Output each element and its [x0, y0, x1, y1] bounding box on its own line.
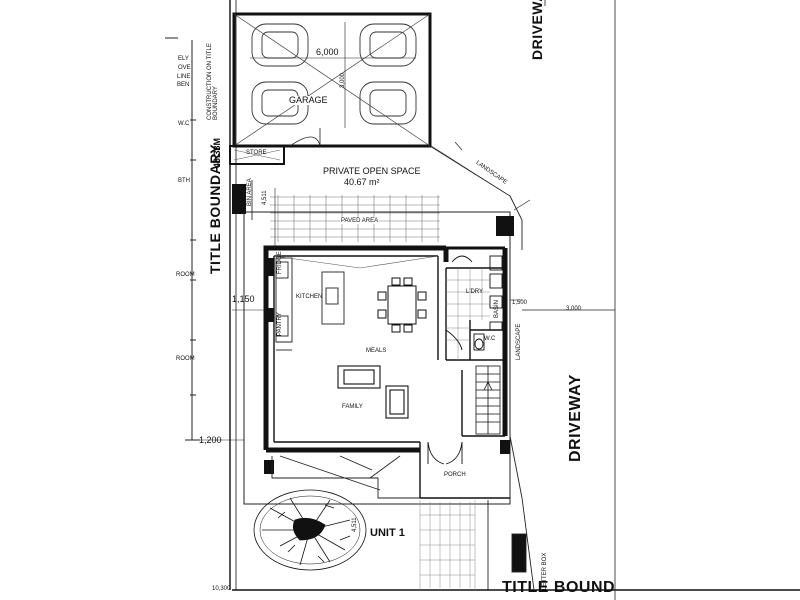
- private-open-space: [429, 141, 531, 250]
- private-open-space-label: PRIVATE OPEN SPACE: [323, 166, 421, 176]
- dim-3000: 3,000: [566, 306, 582, 312]
- left-text-line: LINE: [177, 74, 191, 80]
- basin-label: BASIN: [494, 299, 500, 318]
- dim-1500: 1,500: [512, 300, 528, 306]
- bin-area-label: BIN AREA: [247, 178, 253, 206]
- unit-label: UNIT 1: [370, 527, 405, 539]
- dim-1200: 1,200: [199, 435, 222, 445]
- store-label: STORE: [246, 150, 267, 156]
- dim-10300: 10,300: [212, 586, 231, 592]
- garage-depth-label: 3,000: [340, 72, 346, 88]
- kitchen-diagonals: [273, 255, 439, 269]
- left-text-bth: BTH: [178, 178, 190, 184]
- porch-outline: [271, 455, 420, 499]
- left-text-room1: ROOM: [176, 272, 195, 278]
- neighbour-outline: [165, 37, 200, 441]
- letter-box-label: LETTER BOX: [542, 552, 548, 590]
- pantry-label: PANTRY: [277, 312, 283, 336]
- porch-label: PORCH: [444, 472, 466, 478]
- title-boundary-length: 46.33M: [212, 137, 222, 168]
- store: [229, 145, 285, 165]
- title-boundary-line: [229, 0, 800, 591]
- kitchen-label: KITCHEN: [296, 294, 323, 300]
- house-walls: [263, 245, 508, 453]
- private-open-space-area: 40.67 m²: [344, 177, 380, 187]
- garage-label: GARAGE: [288, 95, 329, 105]
- garage-width-label: 6,000: [316, 47, 339, 57]
- landscape-side-label: LANDSCAPE: [516, 323, 522, 360]
- title-boundary-bottom-label: TITLE BOUND: [502, 579, 616, 596]
- driveway-top-label: DRIVEWAY: [529, 0, 545, 60]
- inner-walls: [273, 255, 510, 499]
- car-icon: [251, 23, 417, 125]
- left-text-ben: BEN: [177, 82, 190, 88]
- laundry-fixtures: [445, 255, 503, 351]
- wc-fixtures: [473, 321, 503, 351]
- dimension-lines: [198, 188, 522, 441]
- driveway-boundary: [522, 0, 616, 600]
- meals-label: MEALS: [366, 348, 387, 354]
- paved-area-label: PAVED AREA: [340, 218, 380, 224]
- stairs: [475, 365, 501, 435]
- tree-icon: [253, 489, 367, 571]
- left-text-wc: W.C: [178, 121, 190, 127]
- driveway-edge: [487, 435, 535, 591]
- entry-doors: [427, 441, 463, 465]
- bin-area: [232, 180, 253, 220]
- tree-dim: 4,511: [352, 517, 358, 532]
- driveway-right-label: DRIVEWAY: [567, 374, 584, 462]
- laundry-tiles: [446, 268, 490, 360]
- sofa-icon: [337, 365, 409, 419]
- kitchen-bench: [275, 257, 345, 351]
- front-path: [419, 500, 476, 590]
- garage: [232, 12, 432, 148]
- left-text-ely: ELY: [178, 56, 189, 62]
- wc-label: W.C: [484, 336, 496, 342]
- left-text-ove: OVE: [178, 65, 191, 71]
- slab-outline: [243, 211, 511, 505]
- dim-1150: 1,150: [232, 294, 255, 304]
- left-text-room2: ROOM: [176, 356, 195, 362]
- construction-note: CONSTRUCTION ON TITLE BOUNDARY: [207, 43, 219, 120]
- wall-posts: [264, 216, 514, 474]
- laundry-label: L'DRY: [466, 289, 484, 295]
- fridge-label: FRIDGE: [277, 251, 283, 274]
- dining-table-icon: [377, 277, 427, 333]
- paved-area: [270, 195, 440, 242]
- family-label: FAMILY: [342, 404, 363, 410]
- dim-4511: 4,511: [262, 190, 268, 205]
